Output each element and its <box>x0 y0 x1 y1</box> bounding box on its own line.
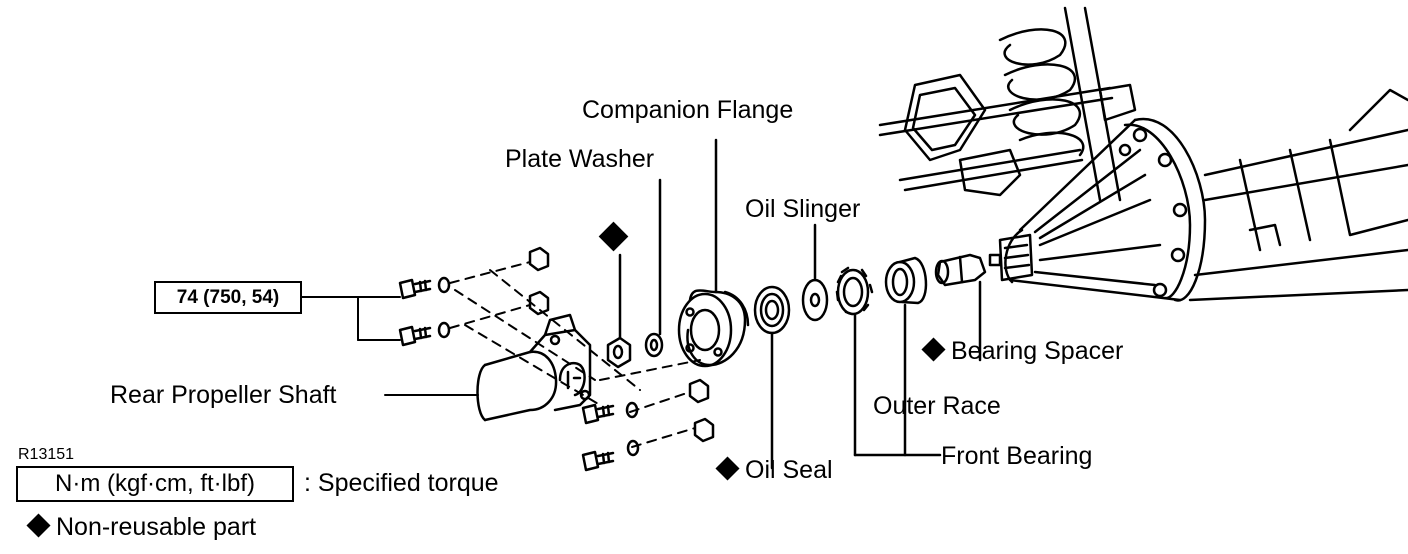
label-rear-propeller-shaft: Rear Propeller Shaft <box>110 381 337 409</box>
non-reusable-diamond-icon <box>921 337 946 362</box>
companion-flange-part <box>677 138 750 368</box>
label-outer-race: Outer Race <box>873 392 1001 420</box>
label-oil-seal: Oil Seal <box>715 456 833 484</box>
leader-lines <box>301 296 941 456</box>
bearing-spacer-part <box>934 253 987 362</box>
label-bearing-spacer-text: Bearing Spacer <box>951 337 1124 365</box>
propeller-shaft-part <box>476 313 592 422</box>
outer-race-part <box>884 256 928 457</box>
label-companion-flange: Companion Flange <box>582 96 794 124</box>
non-reusable-diamond-icon <box>715 456 740 481</box>
figure-code: R13151 <box>18 446 75 463</box>
label-oil-seal-text: Oil Seal <box>745 456 833 484</box>
label-oil-slinger: Oil Slinger <box>745 195 861 223</box>
torque-spec-box: 74 (750, 54) <box>154 281 302 314</box>
oil-seal-part <box>753 285 791 470</box>
oil-slinger-part <box>801 223 829 322</box>
label-bearing-spacer: Bearing Spacer <box>921 337 1124 365</box>
differential-housing <box>878 6 1408 302</box>
legend-torque-units-box: N·m (kgf·cm, ft·lbf) <box>16 466 294 502</box>
legend-torque-description: : Specified torque <box>304 469 499 497</box>
non-reusable-diamond-icon <box>26 513 51 538</box>
label-plate-washer: Plate Washer <box>505 145 655 173</box>
legend-non-reusable: Non-reusable part <box>26 513 257 541</box>
plate-washer-part <box>644 178 664 358</box>
flange-bolts <box>398 246 715 472</box>
label-front-bearing: Front Bearing <box>941 442 1093 470</box>
pinion-nut-part <box>606 253 632 369</box>
legend-non-reusable-text: Non-reusable part <box>56 513 257 541</box>
